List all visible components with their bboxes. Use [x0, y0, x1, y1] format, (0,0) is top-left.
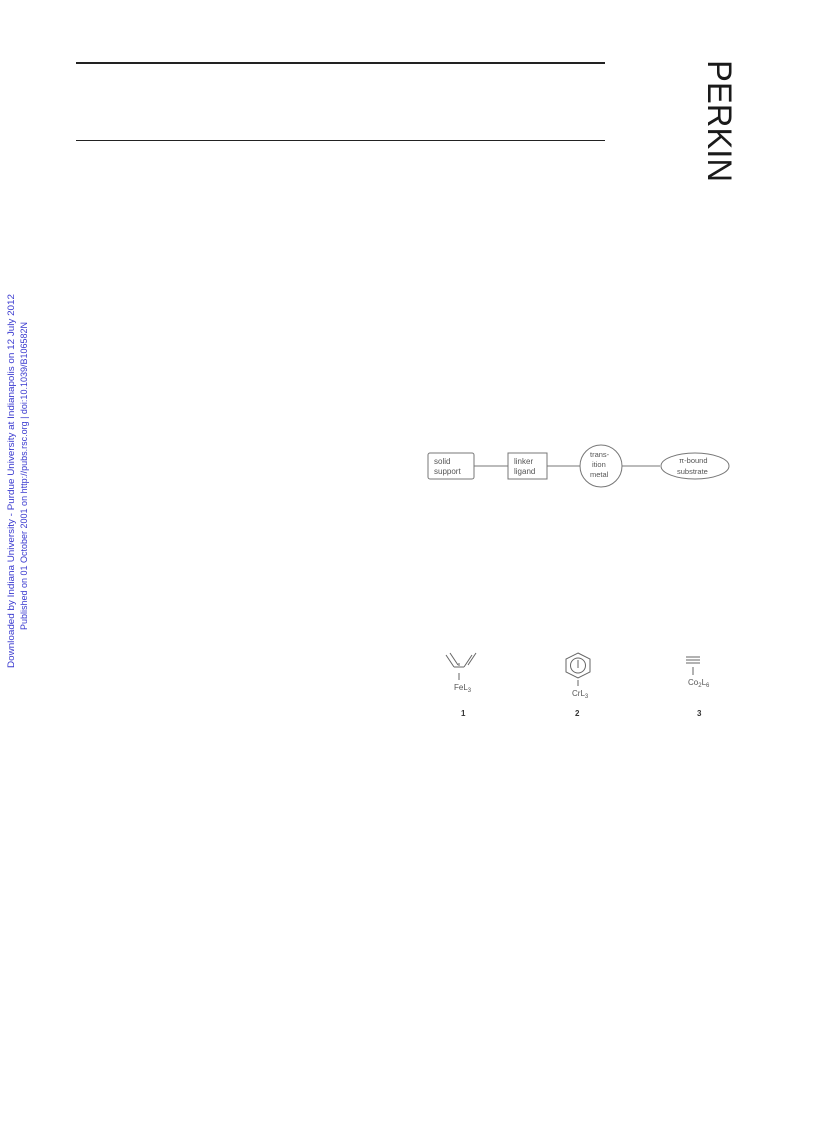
compound-3-subscript-1: 2 — [698, 683, 702, 689]
compound-2-metal: CrL — [572, 689, 585, 698]
compound-1-subscript: 3 — [468, 688, 472, 694]
substrate-line2: substrate — [677, 467, 708, 476]
compound-2-number: 2 — [575, 709, 580, 718]
compound-2-arene-chromium: CrL3 2 — [565, 652, 591, 718]
substrate-line1: π-bound — [679, 456, 708, 465]
compound-3-subscript-2: 6 — [706, 683, 710, 689]
header-top-rule — [76, 62, 605, 64]
linker-ligand-box: linker ligand — [507, 452, 548, 480]
header-bottom-rule — [76, 140, 605, 141]
compound-2-subscript: 3 — [585, 694, 589, 700]
transition-metal-line3: metal — [590, 470, 609, 479]
compound-3-alkyne-cobalt: Co2L6 3 — [686, 656, 710, 718]
compound-3-ligand: L — [702, 678, 707, 687]
journal-name-text: PERKIN — [700, 60, 738, 182]
solid-support-box: solid support — [427, 452, 475, 480]
download-notice: Downloaded by Indiana University - Purdu… — [6, 294, 30, 668]
organometallic-structures: FeL3 1 CrL3 2 Co2L6 3 — [445, 652, 710, 718]
svg-text:CrL3: CrL3 — [572, 689, 589, 700]
linker-ligand-line2: ligand — [514, 467, 535, 476]
journal-name: PERKIN — [700, 60, 738, 182]
transition-metal-circle: trans- ition metal — [579, 444, 623, 488]
compound-3-number: 3 — [697, 709, 702, 718]
transition-metal-line1: trans- — [590, 450, 610, 459]
compound-1-number: 1 — [461, 709, 466, 718]
compound-3-metal: Co — [688, 678, 699, 687]
download-notice-line1: Downloaded by Indiana University - Purdu… — [6, 294, 17, 668]
download-notice-line2: Published on 01 October 2001 on http://p… — [19, 322, 30, 630]
substrate-ellipse: π-bound substrate — [660, 452, 730, 480]
svg-text:Co2L6: Co2L6 — [688, 678, 710, 689]
linker-ligand-line1: linker — [514, 457, 533, 466]
solid-support-scheme: solid support linker ligand trans- ition… — [427, 444, 730, 488]
svg-text:FeL3: FeL3 — [454, 683, 472, 694]
solid-support-line2: support — [434, 467, 461, 476]
solid-support-line1: solid — [434, 457, 450, 466]
compound-1-metal: FeL — [454, 683, 468, 692]
transition-metal-line2: ition — [592, 460, 606, 469]
compound-1-diene-iron: FeL3 1 — [445, 652, 477, 718]
